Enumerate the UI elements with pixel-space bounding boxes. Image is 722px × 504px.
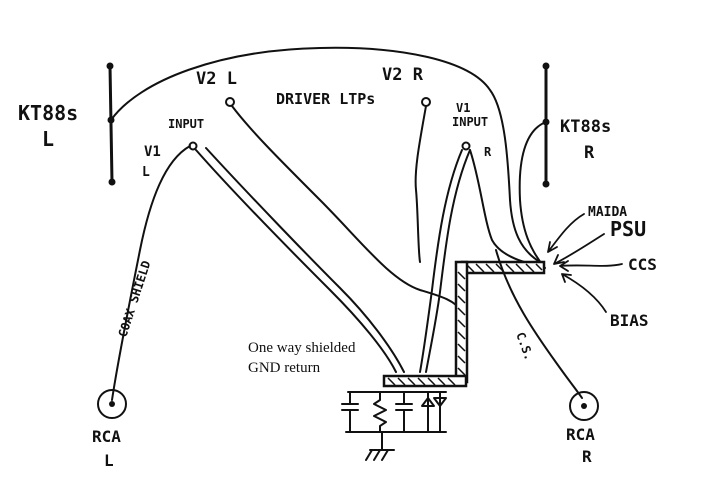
kt88-left-side: L [42,127,54,151]
kt88-right-label: KT88s [560,117,611,137]
input-left-cable-b [205,147,405,373]
bias-arrow [561,273,607,313]
v1-right-label: V1 [456,101,470,115]
coax-left-wire [111,145,191,401]
v1-right-terminal [461,141,471,151]
v1-left-side: L [142,165,150,180]
v2-right-wire [414,105,427,263]
input-right-label: INPUT [452,115,488,129]
input-left-cable-a [195,149,397,373]
ground-components [341,391,447,461]
ccs-label: CCS [628,255,657,274]
gnd-note-line1: One way shielded [248,340,356,356]
ccs-arrow [559,260,623,272]
rca-right-connector [569,391,599,421]
rca-right-label: RCA [566,425,595,444]
top-arc-wire [110,46,541,263]
rca-left-connector [97,389,127,419]
v2-right-terminal [421,97,431,107]
v2-left-terminal [225,97,235,107]
v1-right-side: R [484,145,492,159]
coax-right-wire [495,249,583,399]
v2-left-label: V2 L [196,69,237,89]
driver-ltps-label: DRIVER LTPs [276,90,375,108]
kt88-left-label: KT88s [18,101,78,125]
rca-left-side: L [104,451,114,470]
input-left-label: INPUT [168,117,204,131]
cs-label: C.S. [513,330,536,362]
coax-shield-label: COAX SHIELD [116,259,154,339]
maida-label: MAIDA [588,205,627,220]
rca-right-side: R [582,447,592,466]
kt88-left-rail [106,62,116,186]
gnd-note-line2: GND return [248,360,321,376]
ground-return-bus [382,260,546,388]
kt88-right-rail [542,62,550,188]
rca-left-label: RCA [92,427,121,446]
maida-arrow [547,213,585,253]
v1-left-label: V1 [144,144,161,160]
bias-label: BIAS [610,311,649,330]
kt88-right-side: R [584,143,595,163]
input-right-cable-b [425,149,471,373]
v2-right-label: V2 R [382,65,424,85]
kt88-right-psu-wire [518,121,547,269]
v2-left-wire [231,105,463,313]
psu-label: PSU [610,217,646,241]
input-right-psu-wire [469,149,541,267]
input-right-cable-a [419,149,463,373]
psu-arrow [553,233,605,265]
